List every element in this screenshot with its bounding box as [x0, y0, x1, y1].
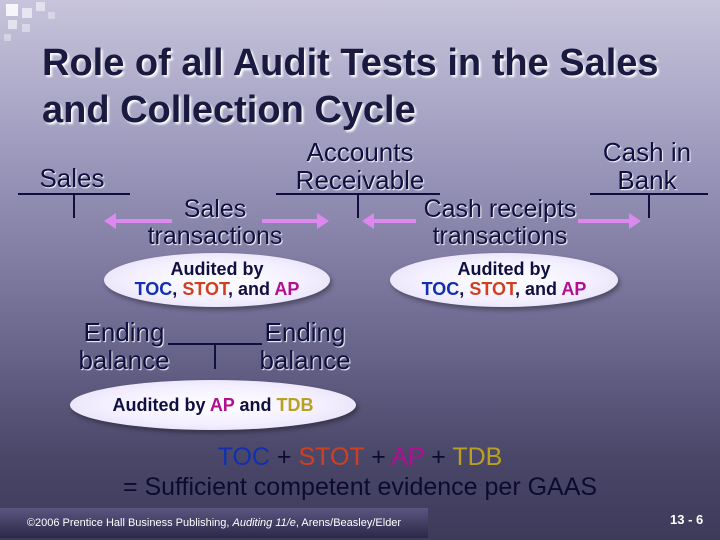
page-number: 13 - 6	[670, 512, 704, 527]
ar-label-line-1: Accounts	[306, 137, 414, 167]
summary-toc: TOC	[217, 443, 270, 471]
ar-account-label: Accounts Receivable	[270, 138, 450, 194]
summary-plus-3: +	[424, 443, 453, 471]
cash-label-line-2: Bank	[617, 165, 677, 195]
oval-bottom-ap: AP	[209, 395, 235, 415]
cash-label-line-1: Cash in	[602, 137, 692, 167]
slide-title: Role of all Audit Tests in the Sales and…	[42, 40, 712, 134]
ar-label-line-2: Receivable	[295, 165, 425, 195]
cash-t-account-stem	[648, 193, 650, 218]
summary-plus-2: +	[364, 443, 392, 471]
oval-right-sep1: ,	[459, 279, 470, 299]
footer-text-after: , Arens/Beasley/Elder	[295, 517, 402, 529]
ending-balance-t-stem	[214, 343, 216, 369]
sales-t-account-stem	[73, 193, 75, 218]
oval-right-toc: TOC	[421, 279, 460, 299]
cash-account-label: Cash in Bank	[582, 138, 712, 194]
oval-left-ap: AP	[274, 279, 300, 299]
summary-equation: TOC + STOT + AP + TDB = Sufficient compe…	[60, 442, 660, 502]
sales-tx-line-1: Sales	[183, 195, 247, 223]
ending-balance-left: Ending balance	[72, 318, 176, 374]
audited-by-oval-bottom: Audited by AP and TDB	[70, 380, 356, 430]
oval-right-stot: STOT	[469, 279, 515, 299]
ending-balance-right-line-2: balance	[259, 345, 351, 375]
ar-t-account-stem	[357, 193, 359, 218]
sales-tx-line-2: transactions	[147, 222, 283, 250]
ending-balance-right-line-1: Ending	[264, 317, 346, 347]
oval-bottom-prefix: Audited by	[112, 395, 210, 415]
audited-by-oval-left: Audited by TOC, STOT, and AP	[104, 253, 330, 307]
oval-left-tests: TOC, STOT, and AP	[104, 279, 330, 299]
oval-bottom-and: and	[234, 395, 277, 415]
oval-left-sep2: , and	[228, 279, 275, 299]
summary-tdb: TDB	[452, 443, 503, 471]
oval-left-stot: STOT	[182, 279, 228, 299]
cash-receipts-transactions-label: Cash receipts transactions	[405, 196, 595, 250]
oval-right-heading: Audited by	[457, 259, 551, 279]
audited-by-oval-right: Audited by TOC, STOT, and AP	[390, 253, 618, 307]
ending-balance-left-line-1: Ending	[83, 317, 165, 347]
sales-account-label: Sales	[39, 163, 105, 193]
sales-transactions-label: Sales transactions	[125, 196, 305, 250]
title-line-2: and Collection Cycle	[42, 89, 416, 131]
cash-tx-line-2: transactions	[432, 222, 568, 250]
summary-line-2: = Sufficient competent evidence per GAAS	[122, 473, 598, 501]
oval-left-sep1: ,	[172, 279, 183, 299]
footer-text-italic: Auditing 11/e	[232, 517, 296, 529]
oval-left-heading: Audited by	[170, 259, 264, 279]
footer-text-before: ©2006 Prentice Hall Business Publishing,	[26, 517, 233, 529]
oval-right-tests: TOC, STOT, and AP	[390, 279, 618, 299]
copyright-footer: ©2006 Prentice Hall Business Publishing,…	[0, 508, 428, 538]
summary-plus-1: +	[269, 443, 299, 471]
ending-balance-left-line-2: balance	[78, 345, 170, 375]
oval-right-sep2: , and	[515, 279, 562, 299]
summary-line-1: TOC + STOT + AP + TDB	[60, 442, 660, 472]
ending-balance-right: Ending balance	[252, 318, 358, 374]
summary-ap: AP	[391, 443, 425, 471]
title-line-1: Role of all Audit Tests in the Sales	[42, 42, 659, 84]
oval-bottom-tdb: TDB	[276, 395, 314, 415]
oval-left-toc: TOC	[134, 279, 173, 299]
oval-right-ap: AP	[561, 279, 587, 299]
summary-stot: STOT	[298, 443, 365, 471]
cash-tx-line-1: Cash receipts	[423, 195, 577, 223]
